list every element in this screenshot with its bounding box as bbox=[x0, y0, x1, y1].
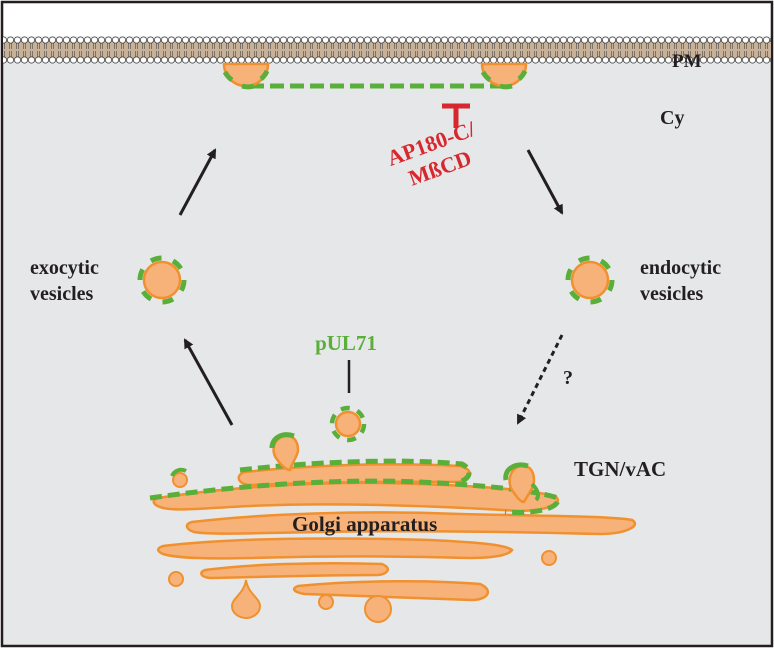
tgn-pul71-coat bbox=[149, 478, 561, 515]
cytoplasm-label: Cy bbox=[660, 107, 684, 129]
arrow-to-pm bbox=[178, 148, 217, 216]
pm-vesicle-right bbox=[480, 62, 528, 90]
golgi-label: Golgi apparatus bbox=[292, 512, 437, 536]
pm-label: PM bbox=[672, 51, 702, 72]
inhibition-symbol bbox=[442, 103, 470, 128]
exocytic-vesicle bbox=[137, 255, 187, 305]
golgi-cisterna-2 bbox=[185, 511, 636, 536]
golgi-teardrop bbox=[230, 579, 262, 620]
question-mark: ? bbox=[563, 367, 573, 389]
pul71-vesicle bbox=[329, 405, 367, 443]
golgi-cisterna-5 bbox=[292, 579, 490, 602]
endocytic-label-line2: vesicles bbox=[640, 283, 704, 305]
arrow-to-endocytic bbox=[526, 149, 564, 215]
endocytic-label-line1: endocytic bbox=[640, 257, 721, 279]
plasma-membrane-lipids bbox=[3, 36, 771, 64]
golgi-vesicle-round bbox=[364, 595, 392, 623]
extracellular-space bbox=[3, 3, 771, 37]
golgi-vesicle-small-bottom bbox=[318, 594, 334, 610]
golgi-budding-vesicle-right bbox=[503, 462, 541, 504]
exocytic-label-line1: exocytic bbox=[30, 257, 99, 279]
endocytic-vesicle bbox=[565, 255, 615, 305]
tgn-pul71-coat-top bbox=[239, 458, 472, 486]
golgi-budding-vesicle-left bbox=[269, 432, 300, 472]
golgi-cisterna-4 bbox=[200, 562, 389, 580]
arrow-golgi-to-exocytic bbox=[183, 338, 234, 426]
exocytic-label-line2: vesicles bbox=[30, 283, 94, 305]
golgi-vesicle-small-right bbox=[541, 550, 557, 566]
golgi-vesicle-small-coated bbox=[170, 467, 188, 488]
tgn-label: TGN/vAC bbox=[574, 457, 666, 481]
pm-vesicle-left bbox=[222, 62, 270, 90]
arrow-endocytic-to-golgi bbox=[516, 334, 564, 425]
pul71-label: pUL71 bbox=[315, 331, 377, 355]
golgi-cisterna-3 bbox=[156, 537, 514, 560]
golgi-vesicle-small-left bbox=[168, 571, 184, 587]
